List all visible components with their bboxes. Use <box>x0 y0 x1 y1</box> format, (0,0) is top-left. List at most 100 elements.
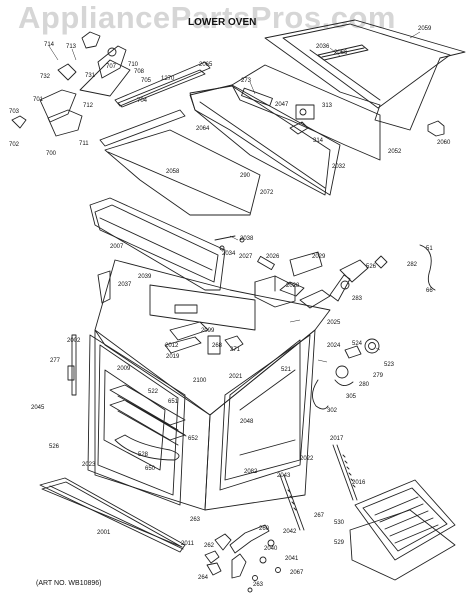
label-271: 271 <box>230 347 241 353</box>
label-260: 260 <box>259 526 270 532</box>
label-2029: 2029 <box>312 254 326 260</box>
label-290: 290 <box>240 173 251 179</box>
hinge-parts <box>11 31 131 137</box>
label-314: 314 <box>313 138 324 144</box>
label-264: 264 <box>198 575 209 581</box>
label-529: 529 <box>334 540 345 546</box>
label-2024: 2024 <box>327 343 341 349</box>
label-703: 703 <box>9 109 20 115</box>
broiler-pan <box>349 479 456 581</box>
label-2017: 2017 <box>330 436 344 442</box>
leader-lines <box>48 31 421 363</box>
label-2047: 2047 <box>275 102 289 108</box>
label-523: 523 <box>384 362 395 368</box>
label-710: 710 <box>128 62 139 68</box>
label-282: 282 <box>407 262 418 268</box>
label-2036: 2036 <box>316 44 330 50</box>
label-731: 731 <box>85 73 96 79</box>
bake-element <box>114 434 180 461</box>
rear-panel <box>189 64 381 196</box>
label-2037: 2037 <box>118 282 132 288</box>
label-268: 268 <box>212 343 223 349</box>
label-2060: 2060 <box>437 140 451 146</box>
label-2021: 2021 <box>229 374 243 380</box>
door-hinges <box>279 444 358 531</box>
label-273: 273 <box>241 78 252 84</box>
label-732: 732 <box>40 74 51 80</box>
label-2034: 2034 <box>222 251 236 257</box>
vent-ducts <box>254 275 296 308</box>
front-frame-top <box>89 197 226 291</box>
label-705: 705 <box>141 78 152 84</box>
label-701: 701 <box>33 97 44 103</box>
label-650: 650 <box>145 466 156 472</box>
label-651: 651 <box>168 399 179 405</box>
bracket <box>427 120 445 137</box>
top-rails <box>99 61 211 147</box>
label-712: 712 <box>83 103 94 109</box>
label-2026: 2026 <box>266 254 280 260</box>
label-530: 530 <box>334 520 345 526</box>
label-2007: 2007 <box>110 244 124 250</box>
label-2043: 2043 <box>277 473 291 479</box>
label-2001: 2001 <box>97 530 111 536</box>
label-2041: 2041 <box>285 556 299 562</box>
label-2025: 2025 <box>327 320 341 326</box>
label-2022: 2022 <box>300 456 314 462</box>
oven-racks <box>109 384 187 446</box>
label-2067: 2067 <box>290 570 304 576</box>
art-number: (ART NO. WB10896) <box>36 580 102 587</box>
label-2065: 2065 <box>199 62 213 68</box>
label-2016: 2016 <box>352 480 366 486</box>
label-2099: 2099 <box>201 328 215 334</box>
label-2012: 2012 <box>165 343 179 349</box>
label-51: 51 <box>426 246 433 252</box>
label-263b: 263 <box>253 582 264 588</box>
label-521: 521 <box>281 367 292 373</box>
label-263: 263 <box>190 517 201 523</box>
label-2045: 2045 <box>31 405 45 411</box>
front-trim <box>104 85 331 216</box>
label-280: 280 <box>359 382 370 388</box>
label-279: 279 <box>373 373 384 379</box>
center-parts <box>164 304 244 355</box>
label-2072: 2072 <box>260 190 274 196</box>
label-66: 66 <box>426 288 433 294</box>
label-283: 283 <box>352 296 363 302</box>
label-1270: 1270 <box>161 76 175 82</box>
label-262: 262 <box>204 543 215 549</box>
label-2082: 2082 <box>244 469 258 475</box>
label-302: 302 <box>327 408 338 414</box>
label-2009: 2009 <box>117 366 131 372</box>
label-2027: 2027 <box>239 254 253 260</box>
label-522: 522 <box>148 389 159 395</box>
left-brackets <box>67 270 111 396</box>
label-2058: 2058 <box>166 169 180 175</box>
label-714: 714 <box>44 42 55 48</box>
label-2100: 2100 <box>193 378 207 384</box>
door-latch-parts <box>204 524 281 593</box>
oven-lights <box>312 338 380 410</box>
diagram-title: LOWER OVEN <box>188 17 257 28</box>
label-2039: 2039 <box>138 274 152 280</box>
top-cover-panel <box>264 19 466 131</box>
label-2048: 2048 <box>240 419 254 425</box>
label-2023: 2023 <box>82 462 96 468</box>
label-528: 528 <box>138 452 149 458</box>
label-2019: 2019 <box>166 354 180 360</box>
label-2066: 2066 <box>334 50 348 56</box>
label-524: 524 <box>352 341 363 347</box>
label-2052: 2052 <box>388 149 402 155</box>
label-2059: 2059 <box>418 26 432 32</box>
right-components <box>257 244 436 309</box>
switch-assembly <box>241 87 315 135</box>
oven-body <box>94 259 331 511</box>
label-711: 711 <box>79 141 89 147</box>
label-652: 652 <box>188 436 199 442</box>
label-702: 702 <box>9 142 20 148</box>
label-277: 277 <box>50 358 61 364</box>
label-2040: 2040 <box>264 546 278 552</box>
label-2064: 2064 <box>196 126 210 132</box>
label-2002: 2002 <box>67 338 81 344</box>
label-2042: 2042 <box>283 529 297 535</box>
